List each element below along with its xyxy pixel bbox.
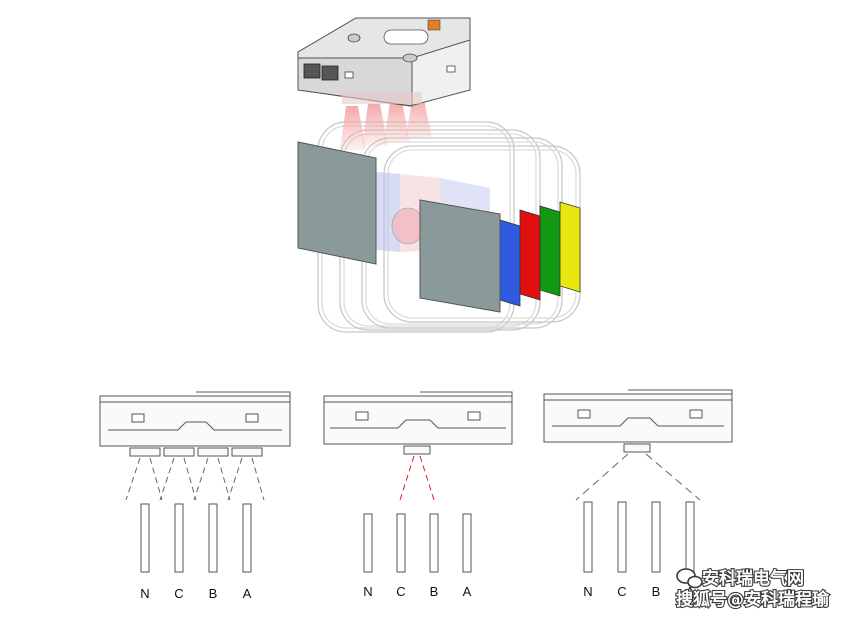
- sensor-rays-red: [399, 455, 435, 501]
- phase-label: A: [686, 584, 695, 599]
- watermark-line1: 安科瑞电气网: [702, 568, 804, 589]
- diagram-four-sensors: [99, 391, 291, 573]
- phase-labels-2: N C B A: [363, 584, 471, 599]
- watermark: 安科瑞电气网 搜狐号@安科瑞程瑜: [675, 567, 831, 611]
- phase-label: N: [363, 584, 372, 599]
- sensor-module-3d: [297, 17, 471, 107]
- diagram-single-sensor-red: [323, 391, 513, 573]
- wechat-icon: [676, 568, 703, 589]
- watermark-line2: 搜狐号@安科瑞程瑜: [676, 589, 830, 610]
- phase-label: B: [652, 584, 661, 599]
- sensor-module-front: [99, 391, 291, 447]
- busbars-2: [363, 513, 472, 573]
- sensor-rays-wide: [575, 453, 701, 501]
- phase-label: B: [430, 584, 439, 599]
- device-3d-illustration: [297, 17, 581, 333]
- busbar-yellow: [559, 201, 581, 293]
- diagram-single-sensor-wide: [543, 389, 733, 573]
- phase-label: C: [396, 584, 405, 599]
- busbars-3: [583, 501, 695, 573]
- phase-labels-3: N C B A: [583, 584, 694, 599]
- busbar-red: [519, 209, 541, 301]
- busbars-1: [140, 503, 252, 573]
- phase-label: A: [243, 586, 252, 601]
- phase-label: N: [140, 586, 149, 601]
- busbar-green: [539, 205, 561, 297]
- phase-label: N: [583, 584, 592, 599]
- phase-label: B: [209, 586, 218, 601]
- front-plates: [297, 141, 501, 313]
- sensor-module-front: [543, 389, 733, 443]
- sensor-module-front: [323, 391, 513, 445]
- sensor-beams: [340, 100, 432, 150]
- phase-labels-1: N C B A: [140, 586, 251, 601]
- busbar-ends: [499, 201, 581, 307]
- sensor-head: [623, 443, 651, 453]
- sensor-heads: [129, 447, 263, 457]
- phase-label: C: [174, 586, 183, 601]
- phase-label: C: [617, 584, 626, 599]
- busbar-blue: [499, 219, 521, 307]
- phase-label: A: [463, 584, 472, 599]
- sensor-head: [403, 445, 431, 455]
- sensor-rays: [125, 457, 265, 501]
